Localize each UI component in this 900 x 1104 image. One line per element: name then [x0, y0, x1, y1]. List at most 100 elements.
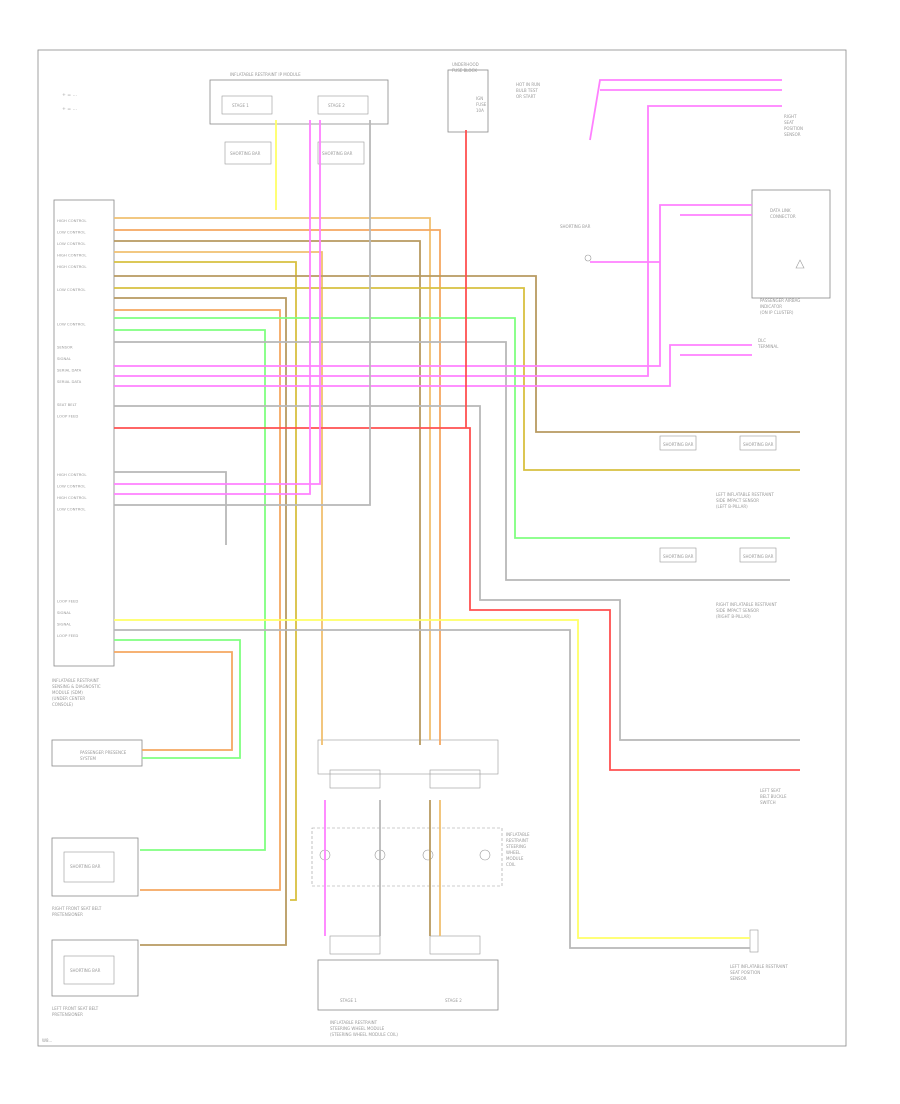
left-side-1: LEFT INFLATABLE RESTRAINT	[716, 492, 774, 497]
mid-module-4: WHEEL	[506, 850, 521, 855]
wire-pink-ip2	[114, 120, 311, 495]
left-pretensioner-bar: SHORTING BAR	[70, 968, 101, 973]
left-seat-sensor-1: LEFT INFLATABLE RESTRAINT	[730, 964, 788, 969]
legend: + = ... + = ...	[62, 92, 77, 112]
right-side-sensor: RIGHT INFLATABLE RESTRAINT SIDE IMPACT S…	[716, 602, 777, 619]
indicator-label-3: (ON IP CLUSTER)	[760, 310, 794, 315]
wire-brown-side	[114, 275, 800, 433]
sdm-row-label: LOW CONTROL	[57, 322, 86, 327]
side-sensor-boxes: SHORTING BAR SHORTING BAR SHORTING BAR S…	[659, 435, 777, 563]
mid-module-3: STEERING	[506, 844, 526, 849]
sdm-row-label: SERIAL DATA	[57, 368, 82, 373]
wire-gray-ip	[114, 120, 371, 506]
sdm-row-label: LOW CONTROL	[57, 484, 86, 489]
sdm-row-label: LOW CONTROL	[57, 507, 86, 512]
right-seat-sensor: RIGHT SEAT POSITION SENSOR	[784, 114, 803, 137]
right-seat-sensor-1: RIGHT	[784, 114, 797, 119]
right-seat-sensor-2: SEAT	[784, 120, 794, 125]
wire-brown-pret	[114, 297, 287, 946]
fuse-block-line-2: FUSE BLOCK	[452, 68, 477, 73]
left-side-sensor: LEFT INFLATABLE RESTRAINT SIDE IMPACT SE…	[716, 492, 774, 509]
indicator-label-2: INDICATOR	[760, 304, 782, 309]
sdm-row-label: HIGH CONTROL	[57, 264, 87, 269]
top-module-label: INFLATABLE RESTRAINT IP MODULE	[230, 72, 301, 77]
legend-item-1: + = ...	[62, 92, 77, 98]
left-pretensioner-2: PRETENSIONER	[52, 1012, 83, 1017]
sdm-row-label: SIGNAL	[57, 622, 72, 627]
sdm-row-label: HIGH CONTROL	[57, 253, 87, 258]
sdm-name-5: CONSOLE)	[52, 702, 73, 707]
left-seat-sensor: LEFT INFLATABLE RESTRAINT SEAT POSITION …	[730, 929, 788, 981]
sdm-module: HIGH CONTROL LOW CONTROL LOW CONTROL HIGH C…	[52, 199, 115, 707]
seat-belt-2: BELT BUCKLE	[760, 794, 787, 799]
sdm-name-3: MODULE (SDM)	[52, 690, 83, 695]
wire-pink-top	[589, 79, 782, 141]
passenger-presence: PASSENGER PRESENCE SYSTEM	[51, 739, 143, 767]
wire-pink-seat	[114, 105, 782, 377]
wire-gray-seat	[114, 629, 750, 949]
wire-dkyellow-pret	[114, 261, 297, 901]
mid-module-2: RESTRAINT	[506, 838, 529, 843]
fuse-text-3: 10A	[476, 108, 484, 113]
left-seat-sensor-2: SEAT POSITION	[730, 970, 760, 975]
bottom-stage2: STAGE 2	[445, 998, 462, 1003]
seat-belt-1: LEFT SEAT	[760, 788, 781, 793]
left-side-2: SIDE IMPACT SENSOR	[716, 498, 759, 503]
module-note-1: HOT IN RUN	[516, 82, 540, 87]
sdm-row-label: SIGNAL	[57, 610, 72, 615]
mid-module: INFLATABLE RESTRAINT STEERING WHEEL MODU…	[311, 739, 530, 887]
side-bar-2: SHORTING BAR	[743, 442, 774, 447]
wire-gray-side	[114, 341, 790, 581]
dlc: DLC TERMINAL	[757, 338, 779, 349]
indicator-label-1: PASSENGER AIRBAG	[760, 298, 800, 303]
right-side-1: RIGHT INFLATABLE RESTRAINT	[716, 602, 777, 607]
left-pretensioner: SHORTING BAR LEFT FRONT SEAT BELT PRETEN…	[51, 939, 139, 1017]
wire-yellow-seat	[114, 619, 750, 939]
wire-pink-dlc	[114, 344, 752, 387]
wire-dkyellow-side	[114, 287, 800, 471]
footer-code: W8...	[42, 1038, 52, 1043]
wire-brown-steering	[114, 240, 421, 745]
sdm-name-1: INFLATABLE RESTRAINT	[52, 678, 100, 683]
module-sensor-mid: SHORTING BAR	[560, 224, 592, 262]
side-bar-4: SHORTING BAR	[743, 554, 774, 559]
bottom-module-1: INFLATABLE RESTRAINT	[330, 1020, 378, 1025]
sdm-row-label: HIGH CONTROL	[57, 472, 87, 477]
ground-icon	[584, 254, 592, 262]
fuse-text-1: IGN	[476, 96, 483, 101]
seat-belt-3: SWITCH	[760, 800, 776, 805]
indicator-sub-2: CONNECTOR	[770, 214, 796, 219]
sdm-row-label: SIGNAL	[57, 356, 72, 361]
sdm-name-2: SENSING & DIAGNOSTIC	[52, 684, 101, 689]
sdm-row-label: LOW CONTROL	[57, 241, 86, 246]
wire-tan-steering	[114, 217, 431, 740]
sdm-row-label: LOOP FEED	[57, 633, 78, 638]
sdm-row-label: LOW CONTROL	[57, 230, 86, 235]
left-seat-sensor-3: SENSOR	[730, 976, 747, 981]
wire-ltgreen-side	[114, 317, 790, 539]
sdm-row-label: LOW CONTROL	[57, 287, 86, 292]
mid-module-5: MODULE	[506, 856, 524, 861]
wire-pink-ip	[114, 120, 321, 485]
side-bar-1: SHORTING BAR	[663, 442, 694, 447]
bottom-module-2: STEERING WHEEL MODULE	[330, 1026, 385, 1031]
fuse-block: UNDERHOOD FUSE BLOCK IGN FUSE 10A HOT IN…	[447, 62, 540, 133]
mid-module-1: INFLATABLE	[506, 832, 530, 837]
legend-item-2: + = ...	[62, 106, 77, 112]
bottom-module-3: (STEERING WHEEL MODULE COIL)	[330, 1032, 398, 1037]
right-pretensioner-2: PRETENSIONER	[52, 912, 83, 917]
sdm-row-label: HIGH CONTROL	[57, 218, 87, 223]
bottom-stage1: STAGE 1	[340, 998, 357, 1003]
sdm-name-4: (UNDER CENTER	[52, 696, 85, 701]
fuse-block-line-1: UNDERHOOD	[452, 62, 479, 67]
left-side-3: (LEFT B-PILLAR)	[716, 504, 748, 509]
wire-pink-cluster	[114, 204, 752, 367]
sdm-row-label: LOOP FEED	[57, 599, 78, 604]
sdm-row-label: SEAT BELT	[57, 402, 77, 407]
left-pretensioner-1: LEFT FRONT SEAT BELT	[52, 1006, 99, 1011]
passenger-presence-2: SYSTEM	[80, 756, 96, 761]
right-pretensioner-bar: SHORTING BAR	[70, 864, 101, 869]
wire-orange-pp	[114, 651, 233, 751]
